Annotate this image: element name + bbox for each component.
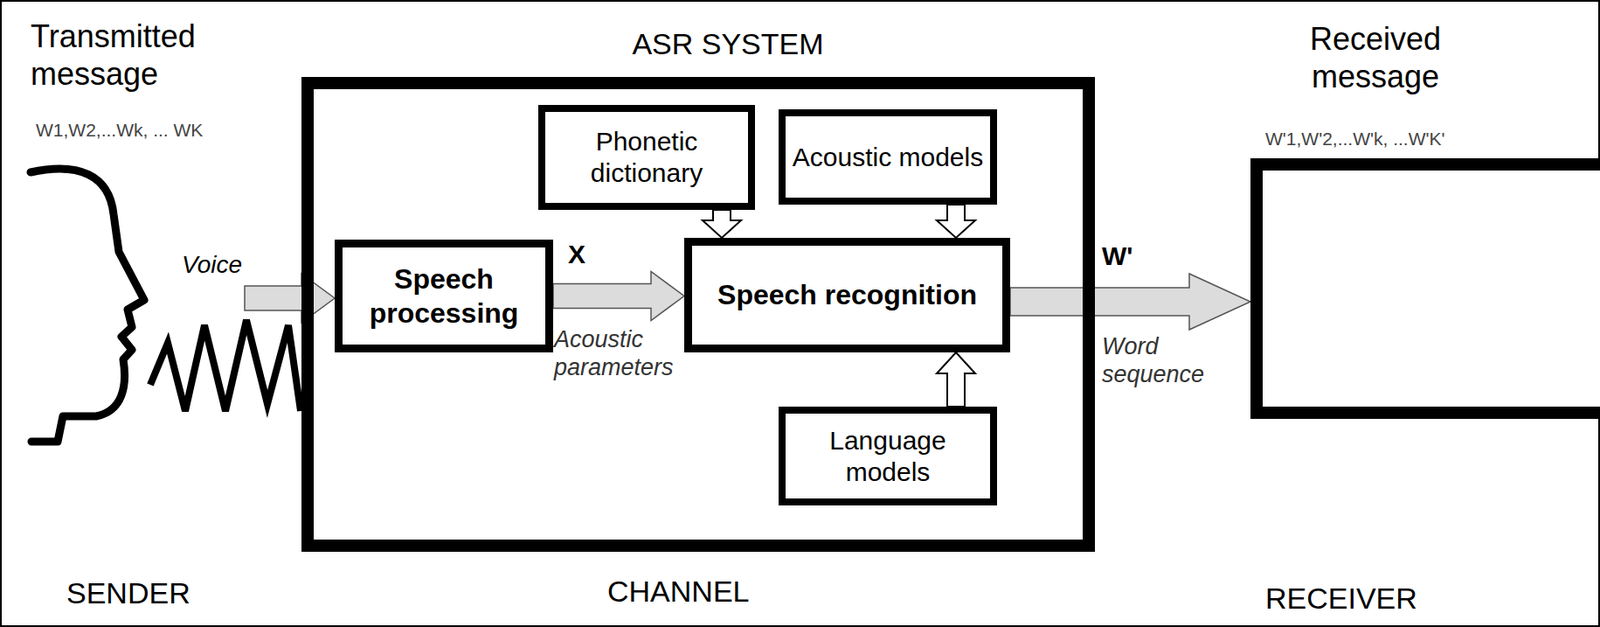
edge-label: X [567, 238, 586, 271]
edge-label: W' [1101, 240, 1133, 272]
text-label: SENDER [66, 574, 191, 611]
process-box: Speech processing [334, 239, 554, 353]
node-text: Language models [785, 424, 991, 488]
text-label: W1,W2,...Wk, ... WK [35, 118, 203, 141]
text-label: CHANNEL [607, 573, 749, 610]
text-label: RECEIVER [1265, 580, 1418, 617]
voice-arrow [244, 273, 335, 323]
block-arrow [1010, 273, 1251, 330]
block-arrow [553, 271, 685, 321]
text-label: Voice [181, 249, 243, 280]
sender-face [30, 168, 145, 442]
monitor-screen: Received messageW'1,W'2,...W'k, ...W'K' [1250, 158, 1600, 419]
text-label: Transmitted message [30, 17, 241, 93]
voice-wave [150, 319, 301, 411]
model-box: Language models [778, 406, 998, 506]
node-text: ASR SYSTEM [596, 26, 859, 63]
block-arrow [936, 352, 976, 407]
block-arrow [936, 204, 976, 238]
process-box: Speech recognition [684, 237, 1011, 353]
node-text: W'1,W'2,...W'k, ...W'K' [1265, 127, 1446, 150]
block-arrow [702, 209, 742, 238]
node-text: Speech processing [342, 262, 546, 330]
node-text: Acoustic models [787, 141, 989, 174]
text-label: Acoustic parameters [554, 325, 721, 382]
dictionary-box: Phonetic dictionary [538, 104, 755, 210]
text-label: Word sequence [1101, 332, 1251, 389]
asr-system-box: ASR SYSTEMPhonetic dictionaryAcoustic mo… [301, 76, 1095, 552]
model-box: Acoustic models [778, 109, 998, 205]
node-text: Phonetic dictionary [545, 125, 749, 189]
node-text: Speech recognition [712, 277, 983, 312]
node-text: Received message [1270, 20, 1481, 96]
